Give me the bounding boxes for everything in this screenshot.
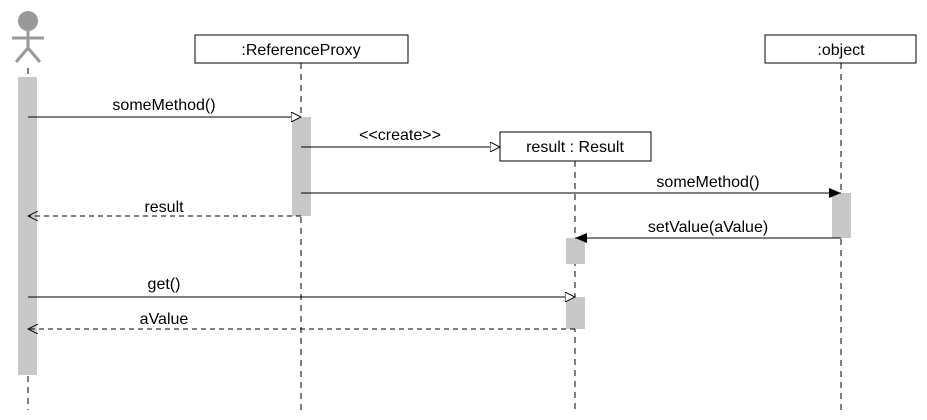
message-label: <<create>> — [359, 127, 441, 144]
message-some-method: someMethod() — [28, 97, 301, 117]
return-a-value: aValue — [28, 311, 575, 329]
message-label: someMethod() — [112, 97, 215, 114]
message-set-value: setValue(aValue) — [575, 219, 841, 243]
result-activation-bar-get — [566, 297, 585, 329]
participant-result: result : Result — [499, 131, 652, 162]
message-get: get() — [28, 276, 575, 297]
message-create: <<create>> — [301, 127, 500, 147]
actor-icon — [12, 11, 44, 63]
object-activation-bar — [832, 193, 851, 238]
participant-label: :object — [817, 42, 865, 59]
message-label: setValue(aValue) — [648, 219, 768, 236]
message-label: result — [144, 199, 184, 216]
message-label: aValue — [140, 311, 189, 328]
result-activation-bar-set — [566, 238, 585, 264]
message-label: get() — [148, 276, 181, 293]
participant-label: :ReferenceProxy — [241, 42, 360, 59]
proxy-activation-bar — [292, 117, 311, 216]
participant-reference-proxy: :ReferenceProxy — [194, 34, 409, 64]
participant-object: :object — [764, 34, 917, 64]
return-result: result — [28, 199, 301, 216]
participant-label: result : Result — [526, 139, 624, 156]
message-forward-some-method: someMethod() — [301, 174, 841, 198]
actor-activation-bar — [18, 77, 37, 375]
message-label: someMethod() — [656, 174, 759, 191]
